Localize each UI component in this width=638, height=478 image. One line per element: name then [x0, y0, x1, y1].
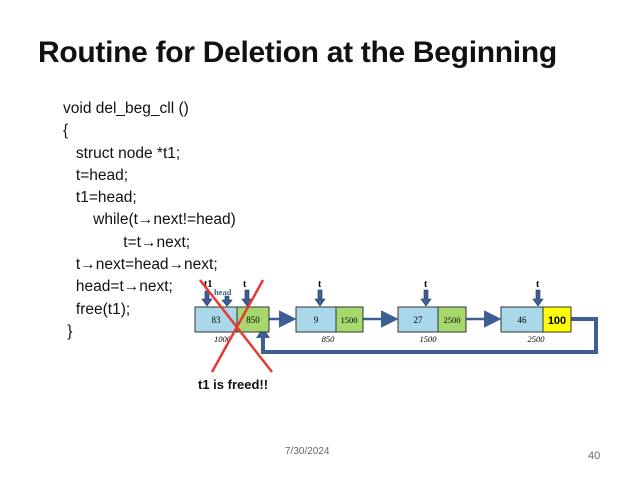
slide-page-number: 40 — [588, 450, 601, 462]
node-data-cell — [500, 306, 544, 333]
list-node: 9 1500 850 — [295, 306, 364, 344]
node-data-cell — [397, 306, 439, 333]
node-next-value: 1500 — [341, 315, 358, 325]
node-next-cell — [437, 306, 467, 333]
code-line: void del_beg_cll () — [63, 100, 189, 117]
node-data-value: 9 — [314, 315, 319, 325]
pointer-label-head: head — [214, 287, 232, 297]
circular-link — [261, 317, 598, 354]
freed-note: t1 is freed!! — [198, 377, 269, 392]
node-data-value: 46 — [518, 315, 528, 325]
code-line: head=t→next; — [63, 278, 173, 296]
code-line: t1=head; — [63, 189, 137, 207]
node-data-value: 83 — [212, 315, 222, 325]
pointer-label-t: t — [318, 279, 322, 290]
list-node: 83 850 1000 — [194, 306, 270, 344]
pointer-label-t: t — [536, 279, 540, 290]
list-node: 27 2500 1500 — [397, 306, 467, 344]
deleted-cross — [210, 279, 265, 373]
pointer-arrow — [532, 289, 544, 307]
node-next-cell — [335, 306, 364, 333]
code-line: t=t→next; — [63, 233, 191, 251]
node-next-value: 100 — [548, 315, 566, 327]
node-data-value: 27 — [414, 315, 424, 325]
node-next-cell — [542, 306, 572, 333]
code-block: void del_beg_cll () { struct node *t1; t… — [63, 98, 236, 343]
node-address: 1000 — [214, 334, 232, 344]
code-line: while(t→next!=head) — [63, 211, 236, 229]
slide-date: 7/30/2024 — [285, 446, 330, 457]
code-line: free(t1); — [63, 300, 131, 318]
pointer-label-t1: t1 — [204, 279, 212, 290]
node-next-value: 2500 — [444, 315, 461, 325]
slide-title: Routine for Deletion at the Beginning — [38, 36, 557, 69]
code-line: struct node *t1; — [63, 144, 181, 162]
node-next-value: 850 — [246, 315, 260, 325]
pointer-arrow — [314, 289, 326, 307]
deleted-cross — [199, 279, 273, 373]
code-line: t=head; — [63, 166, 129, 184]
node-address: 850 — [322, 334, 336, 344]
list-node: 46 100 2500 — [500, 306, 572, 344]
node-address: 2500 — [528, 334, 546, 344]
code-line: { — [63, 122, 69, 140]
pointer-label-t: t — [243, 279, 247, 290]
node-address: 1500 — [420, 334, 438, 344]
code-line: } — [63, 322, 73, 340]
code-line: t→next=head→next; — [63, 256, 218, 274]
pointer-arrow — [420, 289, 432, 307]
pointer-arrow — [221, 295, 233, 307]
pointer-label-t: t — [424, 279, 428, 290]
